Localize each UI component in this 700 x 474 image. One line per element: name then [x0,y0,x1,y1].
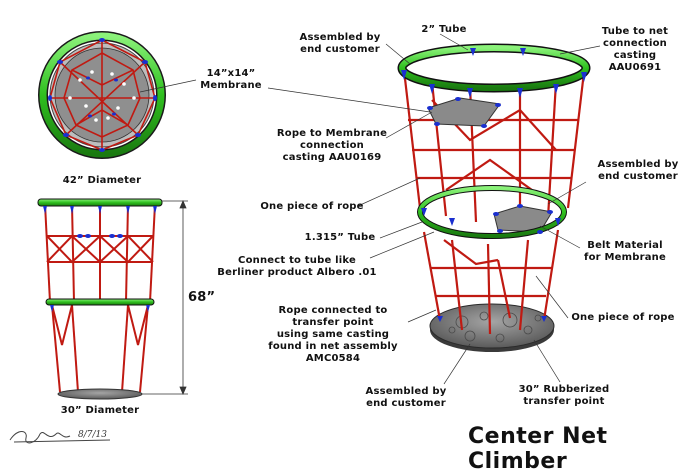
tube-to-net-casting-label: Tube to net connection casting AAU0691 [601,26,669,73]
assembled-top-left-label: Assembled by end customer [299,32,381,55]
side-view [37,198,188,400]
assembled-right-label: Assembled by end customer [597,159,679,182]
perspective-view [397,43,591,352]
top-view [38,31,166,159]
height-label: 68” [188,290,216,305]
net-climber-diagram [9,31,601,444]
membrane-size-label: 14”x14” Membrane [200,68,262,91]
top-diameter-label: 42” Diameter [62,175,142,186]
tube-1315-label: 1.315” Tube [304,232,376,243]
tube-2-label: 2” Tube [421,24,467,35]
diagram-title: Center Net Climber [468,424,608,474]
assembled-bottom-label: Assembled by end customer [365,386,447,409]
one-piece-rope-right-label: One piece of rope [571,312,675,323]
belt-material-label: Belt Material for Membrane [584,240,666,263]
connect-tube-label: Connect to tube like Berliner product Al… [217,255,377,278]
signature [9,431,111,444]
rope-transfer-label: Rope connected to transfer point using s… [268,305,398,364]
signature-date: 8/7/13 [78,430,107,440]
rope-to-membrane-label: Rope to Membrane connection casting AAU0… [276,128,388,163]
bottom-diameter-label: 30” Diameter [60,405,140,416]
one-piece-rope-left-label: One piece of rope [260,201,364,212]
leader-lines [139,33,601,385]
transfer-point-label: 30” Rubberized transfer point [518,384,610,407]
